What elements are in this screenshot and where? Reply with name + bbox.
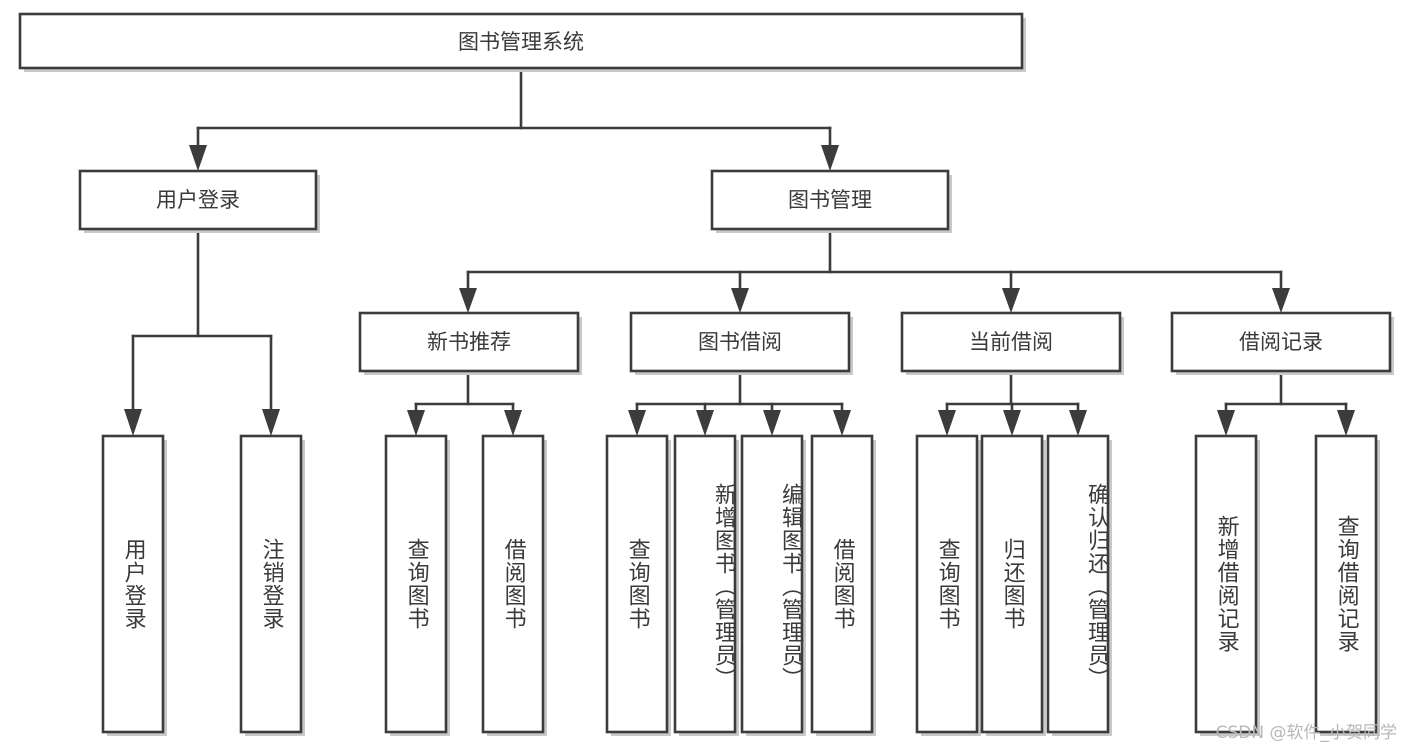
arrow-newbook-leaf1	[407, 410, 425, 436]
connector-layer	[124, 66, 1355, 436]
arrow-newbook-leaf2	[504, 410, 522, 436]
csdn-watermark: CSDN @软件_小贺同学	[1215, 723, 1397, 743]
leaf-query-book-1-label: 查询图书	[403, 538, 429, 630]
arrow-root-to-book-manage	[821, 145, 839, 171]
leaf-query-book-2-box[interactable]	[605, 434, 669, 734]
arrow-bookborrow-leaf2	[696, 410, 714, 436]
user-login-node-label: 用户登录	[156, 188, 240, 212]
borrow-record-node-box[interactable]	[1170, 311, 1392, 373]
arrow-user-login-leaf1	[124, 409, 142, 436]
arrow-bookborrow-leaf3	[763, 410, 781, 436]
leaf-query-book-1-box[interactable]	[384, 434, 448, 734]
leaf-borrow-book-1-box[interactable]	[481, 434, 545, 734]
node-layer: 图书管理系统 用户登录 图书管理 新书推荐 图书借阅 当前借阅 借阅记录	[18, 12, 1394, 736]
leaf-query-book-3-label: 查询图书	[934, 538, 960, 630]
arrow-bookborrow-leaf4	[833, 410, 851, 436]
leaf-return-book-label: 归还图书	[999, 538, 1025, 630]
root-node-box[interactable]	[18, 12, 1024, 70]
arrow-currentborrow-leaf2	[1003, 410, 1021, 436]
book-borrow-node-box[interactable]	[629, 311, 851, 373]
arrow-bookborrow-leaf1	[628, 410, 646, 436]
leaf-edit-book-label: 编辑图书（管理员）	[778, 482, 803, 690]
leaf-user-login-box[interactable]	[101, 434, 165, 734]
book-borrow-node-label: 图书借阅	[698, 330, 782, 354]
arrow-currentborrow-leaf3	[1069, 410, 1087, 436]
new-book-recommend-node-box[interactable]	[358, 311, 580, 373]
leaf-query-book-2-label: 查询图书	[624, 538, 650, 630]
leaf-query-record-label: 查询借阅记录	[1333, 515, 1359, 653]
book-manage-node-box[interactable]	[710, 169, 950, 231]
arrow-bm-to-book-borrow	[731, 288, 749, 313]
leaf-query-record-box[interactable]	[1314, 434, 1378, 734]
user-login-node-box[interactable]	[78, 169, 318, 231]
arrow-root-to-user-login	[189, 145, 207, 171]
arrow-bm-to-new-book	[459, 288, 477, 313]
leaf-return-book-box[interactable]	[980, 434, 1044, 734]
borrow-record-node-label: 借阅记录	[1239, 330, 1323, 354]
current-borrow-node-label: 当前借阅	[969, 330, 1053, 354]
leaf-add-book-box[interactable]	[673, 434, 737, 734]
current-borrow-node-box[interactable]	[900, 311, 1122, 373]
leaf-logout-login-label: 注销登录	[258, 538, 284, 630]
new-book-recommend-node-label: 新书推荐	[427, 330, 511, 354]
arrow-user-login-leaf2	[262, 409, 280, 436]
leaf-logout-login-box[interactable]	[239, 434, 303, 734]
root-node-label: 图书管理系统	[458, 30, 584, 54]
leaf-add-record-box[interactable]	[1194, 434, 1258, 734]
leaf-borrow-book-2-label: 借阅图书	[829, 538, 855, 630]
leaf-query-book-3-box[interactable]	[915, 434, 979, 734]
leaf-add-book-label: 新增图书（管理员）	[711, 482, 736, 690]
arrow-borrowrecord-leaf2	[1337, 410, 1355, 436]
arrow-currentborrow-leaf1	[938, 410, 956, 436]
leaf-borrow-book-1-label: 借阅图书	[500, 538, 526, 630]
leaf-user-login-label: 用户登录	[120, 538, 146, 630]
arrow-borrowrecord-leaf1	[1217, 410, 1235, 436]
leaf-borrow-book-2-box[interactable]	[810, 434, 874, 734]
leaf-add-record-label: 新增借阅记录	[1213, 515, 1239, 653]
leaf-edit-book-box[interactable]	[740, 434, 804, 734]
book-manage-node-label: 图书管理	[788, 188, 872, 212]
leaf-confirm-return-label: 确认归还（管理员）	[1084, 482, 1109, 690]
leaf-confirm-return-box[interactable]	[1046, 434, 1110, 734]
arrow-bm-to-current-borrow	[1002, 288, 1020, 313]
arrow-bm-to-borrow-record	[1272, 288, 1290, 313]
